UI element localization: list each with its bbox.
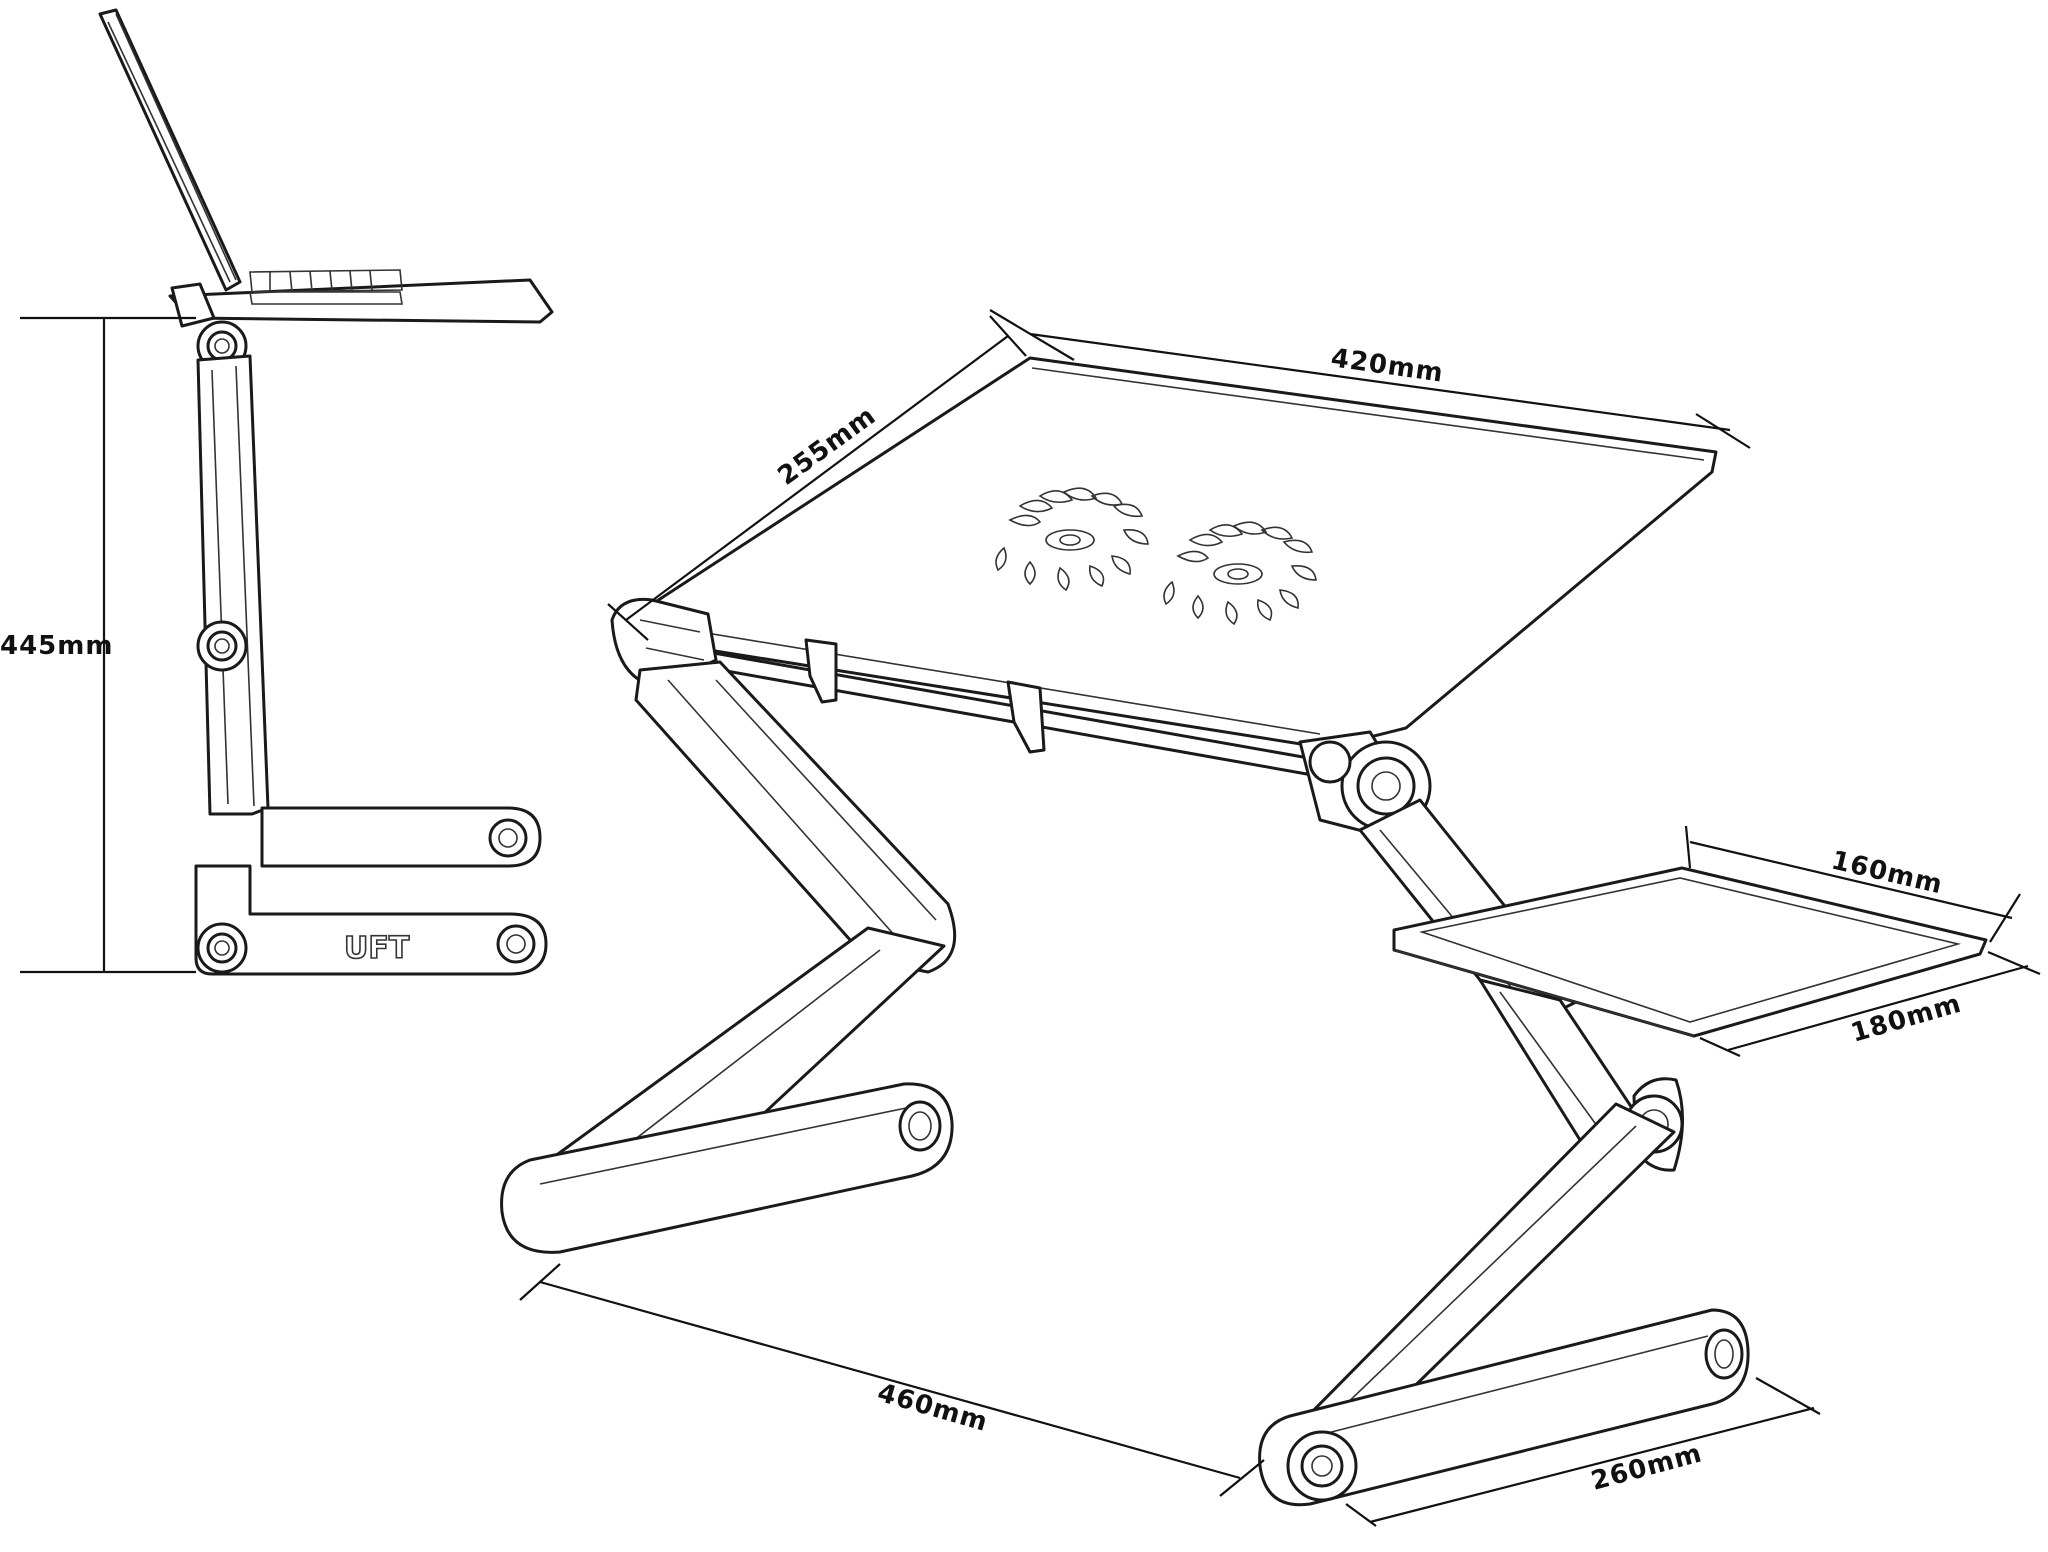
tray-width-label: 160mm bbox=[1828, 846, 1945, 901]
dimension-base-length: 460mm bbox=[519, 1263, 1265, 1497]
side-vertical-arm bbox=[196, 354, 270, 816]
laptop-screen bbox=[98, 8, 242, 292]
side-height-label: 445mm bbox=[0, 631, 113, 661]
side-view: UFT 445mm bbox=[0, 8, 554, 976]
desk-board bbox=[638, 356, 1718, 750]
tray-depth-label: 180mm bbox=[1848, 989, 1965, 1049]
base-length-label: 460mm bbox=[874, 1378, 991, 1438]
left-base bbox=[500, 1082, 954, 1254]
vent-right bbox=[1163, 521, 1317, 626]
side-upper-foot bbox=[260, 806, 542, 868]
vent-left bbox=[995, 487, 1149, 592]
side-base-logo: UFT bbox=[344, 931, 410, 966]
left-upper-arm bbox=[634, 660, 957, 974]
side-base: UFT bbox=[194, 864, 548, 976]
right-base bbox=[1258, 1308, 1750, 1507]
side-middle-knob bbox=[196, 620, 248, 672]
main-view: 420mm 255mm 160mm 180mm 460m bbox=[500, 309, 2041, 1527]
base-width-label: 260mm bbox=[1588, 1438, 1705, 1496]
side-height-dimension: 445mm bbox=[0, 316, 196, 974]
mouse-tray bbox=[1392, 866, 1988, 1038]
